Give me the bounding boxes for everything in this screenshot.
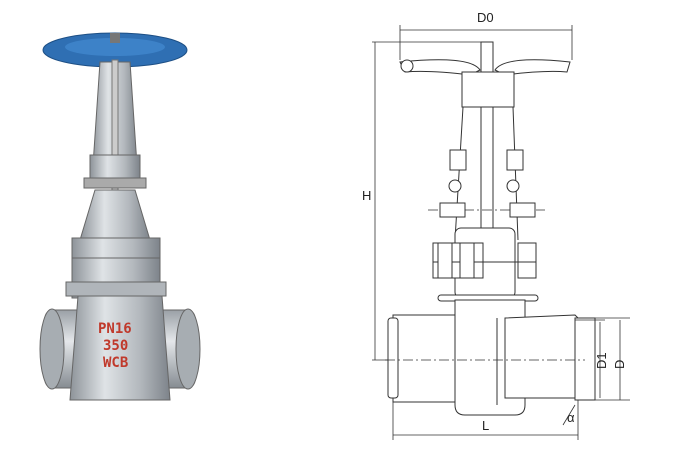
marking-pressure: PN16 xyxy=(98,321,132,337)
label-d: D xyxy=(612,360,627,369)
label-l: L xyxy=(482,418,489,433)
label-d0: D0 xyxy=(477,10,494,25)
label-d1: D1 xyxy=(594,352,609,369)
label-h: H xyxy=(362,188,371,203)
marking-material: WCB xyxy=(103,355,128,371)
label-alpha: α xyxy=(567,410,575,425)
marking-size: 350 xyxy=(103,338,128,354)
